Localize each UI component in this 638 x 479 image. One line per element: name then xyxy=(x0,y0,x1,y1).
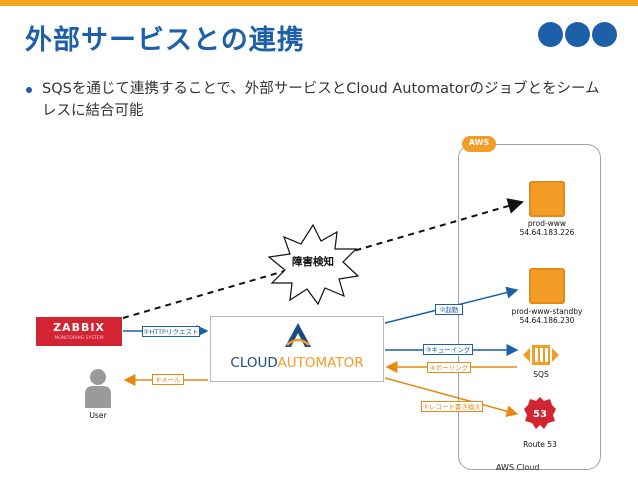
page-title: 外部サービスとの連携 xyxy=(25,25,305,56)
server-name: prod-www xyxy=(527,219,567,228)
sqs-label: SQS xyxy=(533,370,549,379)
detection-dashed-arrow xyxy=(122,198,524,319)
aws-tag: AWS xyxy=(462,134,496,154)
sqs-icon xyxy=(523,345,559,365)
aws-cloud-icon xyxy=(462,136,496,152)
aws-tag-label: AWS xyxy=(468,138,490,147)
bullet-point: SQSを通じて連携することで、外部サービスとCloud Automatorのジョ… xyxy=(26,78,608,122)
zabbix-subtitle: MONITORING SYSTEM xyxy=(54,336,104,341)
server-icon xyxy=(529,181,565,217)
dot-icon xyxy=(592,22,617,47)
detection-label: 障害検知 xyxy=(292,256,334,268)
top-accent-bar xyxy=(0,0,638,6)
step-record-update-tag: ⑤レコード書き換え xyxy=(421,401,483,412)
cloudautomator-logo-icon xyxy=(285,323,311,347)
wordmark-part-cloud: CLOUD xyxy=(230,355,278,371)
step-http-request-tag: ①HTTPリクエスト xyxy=(142,326,200,337)
svg-text:53: 53 xyxy=(533,409,547,420)
server-ip: 54.64.183.226 xyxy=(519,228,575,237)
cloudautomator-wordmark: CLOUDAUTOMATOR xyxy=(211,355,383,371)
record-update-arrow xyxy=(384,377,519,418)
cloudautomator-box: CLOUDAUTOMATOR xyxy=(210,316,384,382)
dot-icon xyxy=(538,22,563,47)
detection-burst-shape xyxy=(267,223,360,306)
step-boot-tag: ②起動 xyxy=(435,304,463,315)
server-label-prod-www-standby: prod-www-standby 54.64.186.230 xyxy=(502,307,592,325)
server-icon xyxy=(529,268,565,304)
wordmark-part-automator: AUTOMATOR xyxy=(277,355,364,371)
server-ip: 54.64.186.230 xyxy=(519,316,575,325)
step-mail-tag: ⑥メール xyxy=(152,374,184,385)
decorative-dots xyxy=(538,22,618,48)
zabbix-name: ZABBIX xyxy=(53,321,105,334)
user-icon xyxy=(85,369,111,408)
route53-label: Route 53 xyxy=(523,440,557,449)
user-label: User xyxy=(89,411,107,420)
server-label-prod-www: prod-www 54.64.183.226 xyxy=(502,219,592,237)
zabbix-logo: ZABBIX MONITORING SYSTEM xyxy=(36,317,122,346)
step-polling-tag: ④ポーリング xyxy=(427,362,471,373)
dot-icon xyxy=(565,22,590,47)
server-name: prod-www-standby xyxy=(511,307,583,316)
route53-icon: 53 xyxy=(524,397,556,429)
step-queueing-tag: ③キューイング xyxy=(423,344,473,355)
bullet-text: SQSを通じて連携することで、外部サービスとCloud Automatorのジョ… xyxy=(42,81,600,119)
aws-cloud-label: AWS Cloud xyxy=(496,463,540,472)
bullet-icon xyxy=(26,87,32,93)
